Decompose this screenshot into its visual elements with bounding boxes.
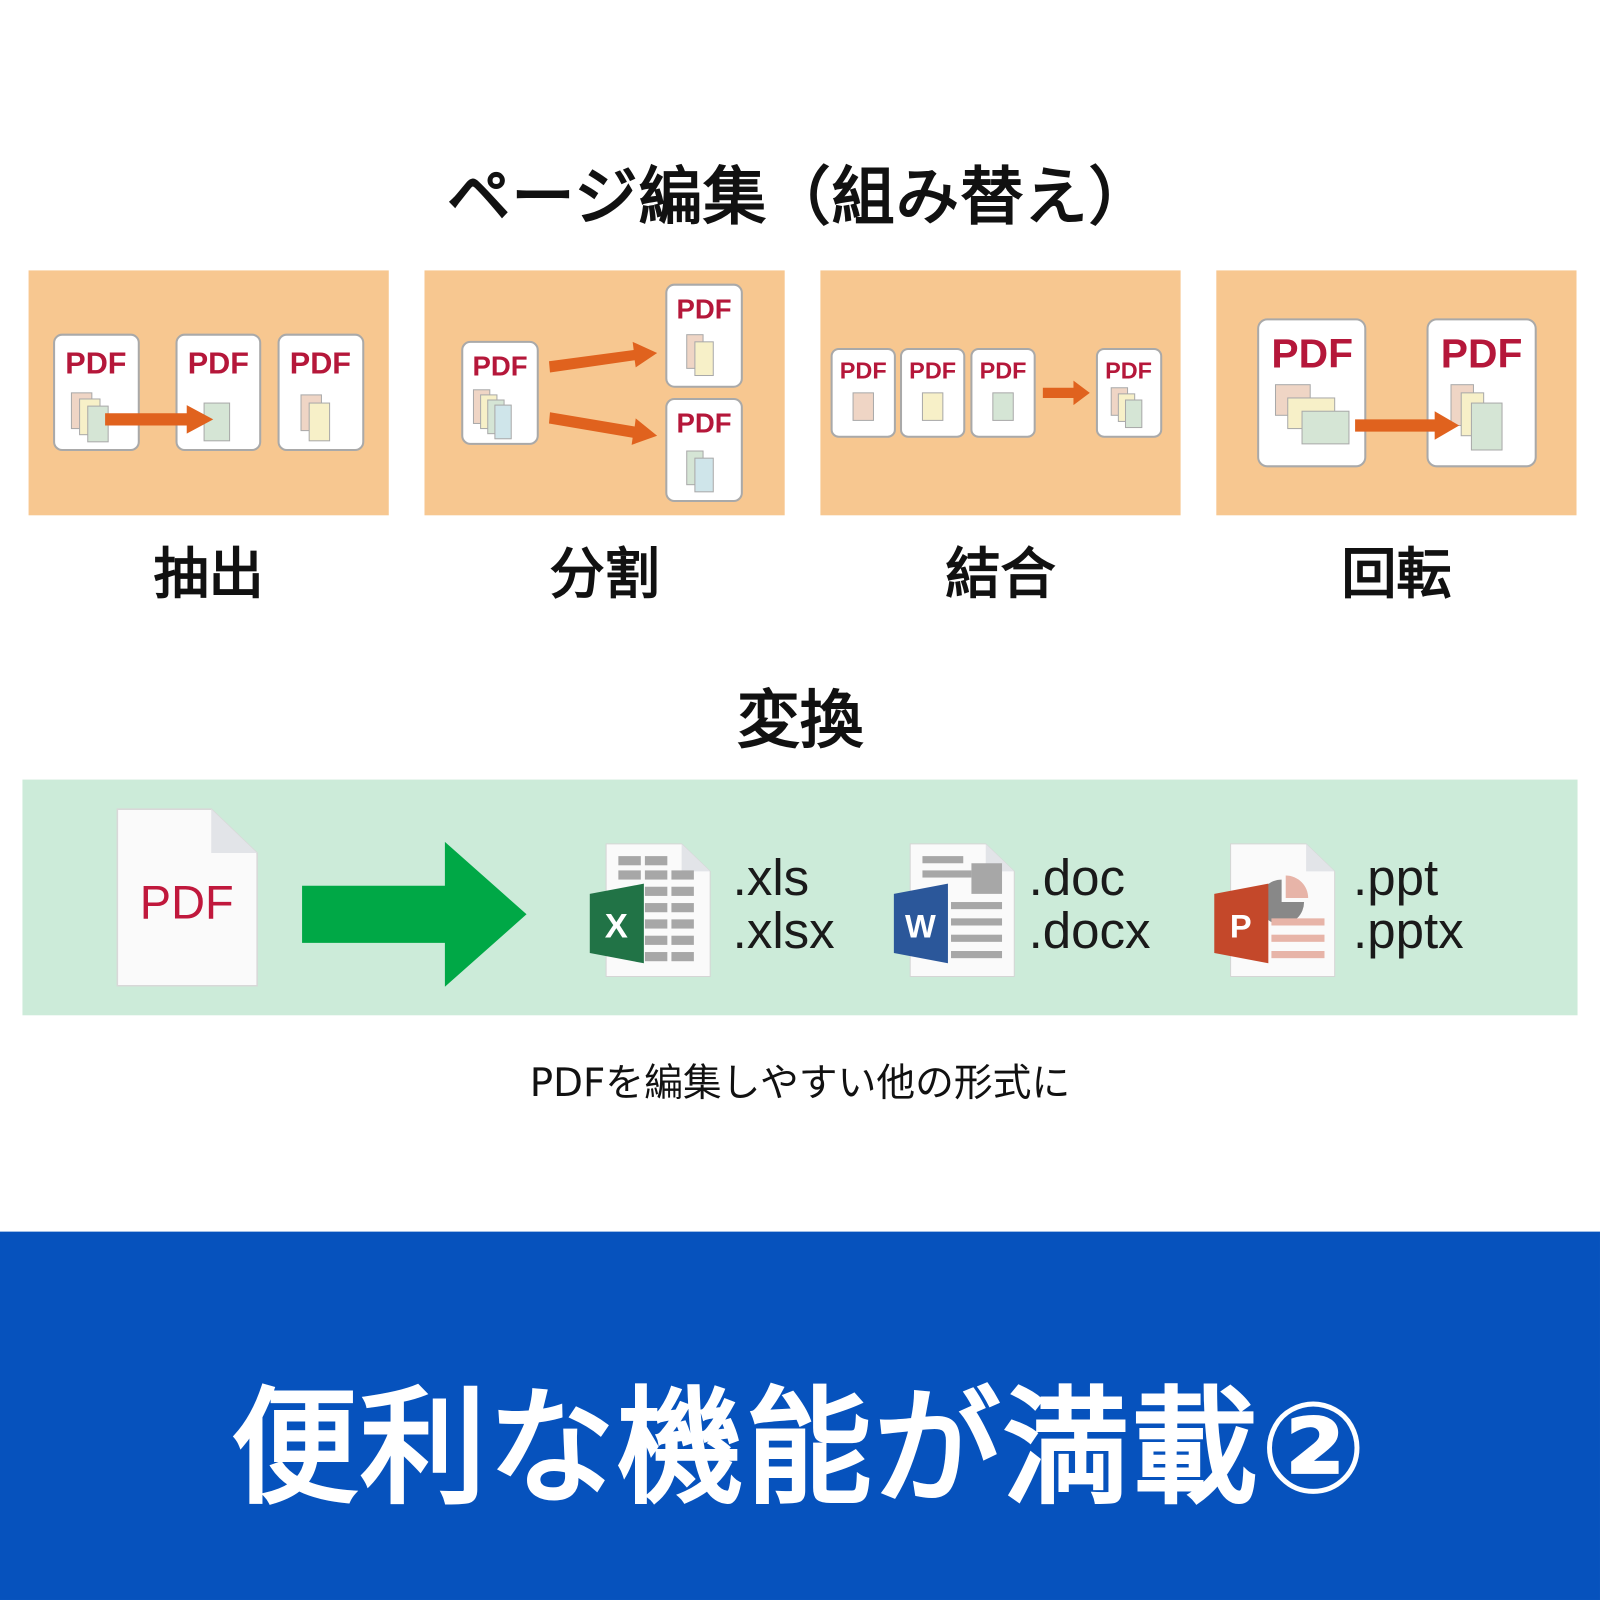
powerpoint-extensions: .ppt .pptx xyxy=(1353,851,1464,957)
svg-text:PDF: PDF xyxy=(140,876,234,928)
feature-banner xyxy=(0,1231,1600,1600)
page-edit-title: ページ編集（組み替え） xyxy=(447,159,1153,234)
arrow-icon xyxy=(548,412,658,445)
merge-illustration: PDF PDF PDF PDF xyxy=(830,347,1163,438)
ext-xls: .xls xyxy=(732,848,810,907)
svg-text:PDF: PDF xyxy=(1271,330,1353,376)
svg-text:PDF: PDF xyxy=(472,351,527,382)
svg-text:PDF: PDF xyxy=(1105,358,1152,384)
svg-text:PDF: PDF xyxy=(677,293,732,324)
panel-label-rotate: 回転 xyxy=(1341,541,1452,607)
panel-split: PDF PDF PDF xyxy=(424,270,785,516)
convert-caption: PDFを編集しやすい他の形式に xyxy=(529,1060,1071,1106)
svg-text:W: W xyxy=(905,908,936,945)
word-icon: W xyxy=(893,843,1015,978)
svg-text:X: X xyxy=(605,908,628,946)
arrow-icon xyxy=(1355,411,1460,440)
panel-label-merge: 結合 xyxy=(945,541,1056,607)
svg-text:P: P xyxy=(1230,908,1252,945)
word-extensions: .doc .docx xyxy=(1029,851,1151,957)
panel-label-split: 分割 xyxy=(549,541,660,607)
svg-text:PDF: PDF xyxy=(840,358,887,384)
arrow-icon xyxy=(1042,380,1090,406)
banner-title: 便利な機能が満載② xyxy=(231,1375,1369,1523)
arrow-icon xyxy=(548,341,658,373)
svg-text:PDF: PDF xyxy=(65,346,126,380)
svg-text:PDF: PDF xyxy=(1441,330,1523,376)
rotate-illustration: PDF PDF xyxy=(1257,318,1537,468)
excel-icon: X xyxy=(589,843,711,978)
panel-extract: PDF PDF PDF xyxy=(28,270,389,516)
svg-text:PDF: PDF xyxy=(980,358,1027,384)
ext-doc: .doc xyxy=(1028,848,1126,907)
svg-text:PDF: PDF xyxy=(290,346,351,380)
ext-docx: .docx xyxy=(1028,902,1151,960)
ext-ppt: .ppt xyxy=(1353,848,1439,907)
pdf-document-icon: PDF xyxy=(116,808,258,987)
ext-pptx: .pptx xyxy=(1353,902,1464,960)
excel-extensions: .xls .xlsx xyxy=(733,851,835,957)
split-illustration: PDF PDF PDF xyxy=(461,283,743,503)
convert-arrow-icon xyxy=(302,841,527,987)
convert-title: 変換 xyxy=(736,682,864,758)
svg-text:PDF: PDF xyxy=(909,358,956,384)
arrow-icon xyxy=(105,405,214,434)
svg-text:PDF: PDF xyxy=(188,346,249,380)
panel-rotate: PDF PDF xyxy=(1216,270,1577,516)
panel-merge: PDF PDF PDF PDF xyxy=(820,270,1181,516)
panel-label-extract: 抽出 xyxy=(153,541,264,607)
powerpoint-icon: P xyxy=(1214,843,1336,978)
ext-xlsx: .xlsx xyxy=(732,902,835,960)
extract-illustration: PDF PDF PDF xyxy=(53,333,365,452)
svg-text:PDF: PDF xyxy=(677,408,732,439)
